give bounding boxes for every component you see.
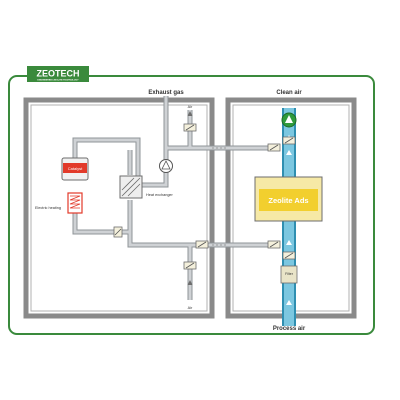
left-room <box>23 97 215 319</box>
damper-return <box>195 240 209 249</box>
exhaust-gas-label: Exhaust gas <box>148 90 184 96</box>
brand-name: ZEOTECH <box>36 69 79 79</box>
air-bottom-label: Air <box>188 306 193 310</box>
heat-exchanger-unit: Heat exchanger <box>119 175 174 199</box>
catalyst-label: Catalyst <box>68 166 83 171</box>
damper-zeolite-return <box>267 240 281 249</box>
air-top-label: Air <box>188 105 193 109</box>
filter-label: Filter <box>285 272 294 276</box>
dampers <box>113 123 296 270</box>
damper-air-top <box>183 123 197 132</box>
clean-air-label: Clean air <box>276 90 302 96</box>
left-room-wall <box>23 97 215 319</box>
zeolite-adsorber-band <box>259 189 318 211</box>
filter-body <box>280 265 298 284</box>
brand-logo: ZEOTECH ENGINEERING ZEOLITE TECHNOLOGY <box>27 66 89 82</box>
zeolite-adsorber: Zeolite Ads <box>254 176 323 222</box>
electric-heating-label: Electric heating <box>35 206 61 210</box>
catalyst-band <box>63 163 87 173</box>
air-top-arrow-icon <box>187 111 193 116</box>
heat-exchanger-icon <box>121 177 141 197</box>
heating-coil-icon <box>69 195 81 209</box>
damper-process-upper <box>282 251 296 260</box>
electric-heating-unit: Electric heating <box>35 192 83 214</box>
brand-logo-box <box>27 66 89 82</box>
catalyst-unit: Catalyst <box>61 157 89 181</box>
brand-tagline: ENGINEERING ZEOLITE TECHNOLOGY <box>37 80 79 82</box>
air-bottom-arrow-icon <box>187 280 193 285</box>
air-arrows <box>187 111 193 285</box>
filter-unit: Filter <box>280 265 298 284</box>
duct-network <box>72 96 275 300</box>
damper-loop <box>113 226 123 238</box>
exhaust-fan <box>159 159 173 173</box>
damper-regen <box>267 143 281 152</box>
damper-air-bottom <box>183 261 197 270</box>
heat-exchanger-label: Heat exchanger <box>146 193 174 197</box>
zeolite-ads-label: Zeolite Ads <box>268 196 308 205</box>
damper-process-top <box>282 136 296 145</box>
cross-wall-lines <box>212 147 228 246</box>
process-air-label: Process air <box>273 326 306 332</box>
process-fan <box>281 112 297 128</box>
